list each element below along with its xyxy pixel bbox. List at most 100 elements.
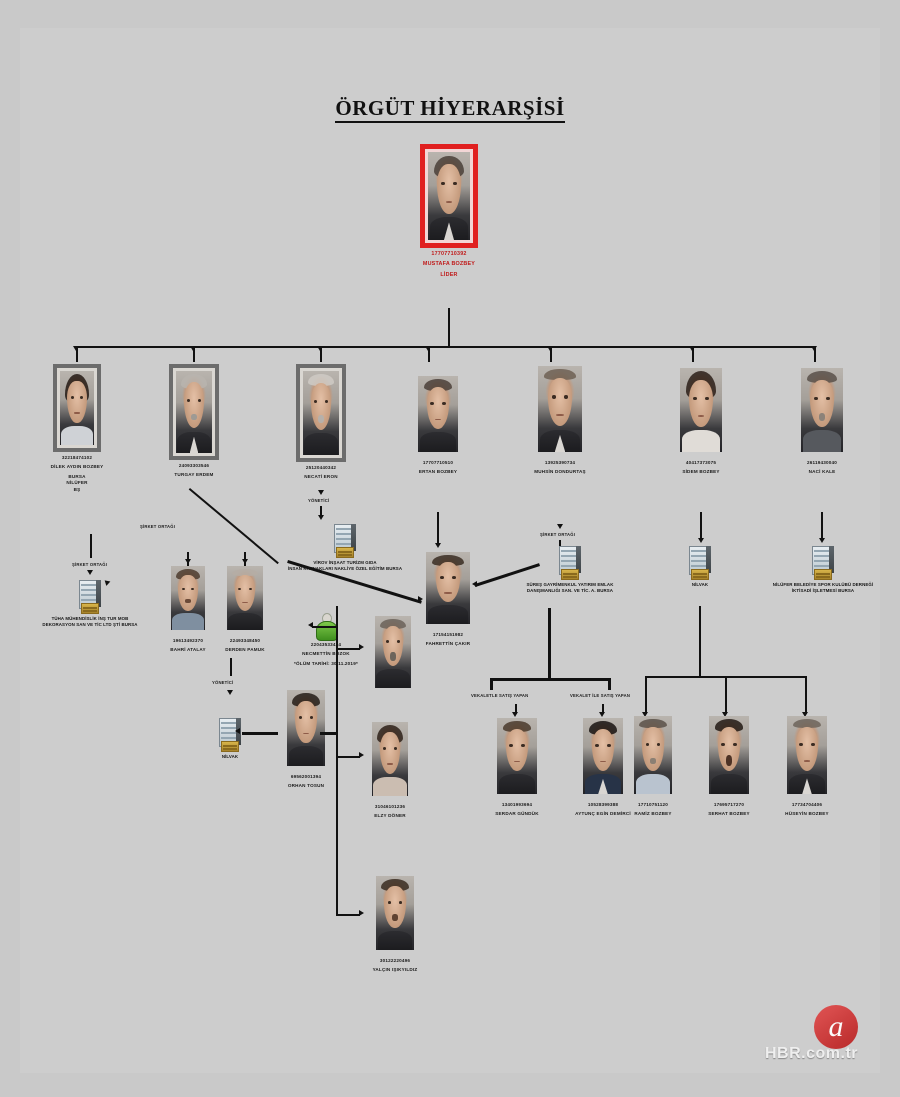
edge-label-yonetici-nilvak: YÖNETİCİ: [212, 680, 234, 685]
avatar: [787, 716, 827, 794]
node-ramiz-bozbey[interactable]: 17710751120 RAMİZ BOZBEY: [620, 716, 686, 818]
node-id: 26119430040: [806, 460, 838, 465]
node-mid-bearded-man[interactable]: [368, 616, 418, 693]
arrow-spine-to-yalcin: [359, 910, 364, 916]
node-extra: BURSA NİLÜFER BŞ: [66, 473, 88, 492]
arrow-spine-to-bozok: [308, 622, 313, 628]
edge-dilek-down: [90, 534, 92, 558]
arrow-dilek-to-tuha: [87, 570, 93, 575]
avatar: [176, 371, 212, 453]
avatar: [497, 718, 537, 794]
node-naci-kale[interactable]: 26119430040 NACİ KALE: [786, 368, 858, 476]
photo-frame: [418, 376, 458, 452]
node-id: 22493348450: [229, 638, 261, 643]
node-name: TURGAY ERDEM: [174, 472, 214, 478]
node-bahri-atalay[interactable]: 19613492370 BAHRİ ATALAY: [160, 566, 216, 654]
edge-to-ramiz: [645, 676, 647, 714]
node-fahrettin-cakir[interactable]: 17154151982 FAHRETTİN ÇAKIR: [412, 552, 484, 648]
node-ertan-bozbey[interactable]: 17707710510 ERTAN BOZBEY: [402, 376, 474, 476]
company-nilvak-right[interactable]: NİLVAK: [670, 546, 730, 588]
edge-leader-stem: [448, 308, 450, 346]
company-name: NİLVAK: [221, 754, 239, 759]
photo-frame: [787, 716, 827, 794]
photo-frame: [53, 364, 101, 452]
node-id: 17707710510: [422, 460, 454, 465]
company-sures[interactable]: SÜREŞ GAYRİMENKUL YATIRIM EMLAK DANIŞMAN…: [490, 546, 650, 594]
avatar: [801, 368, 843, 452]
avatar: [418, 376, 458, 452]
leader-id: 17707710392: [431, 251, 467, 257]
node-elzy-doner[interactable]: 31046101236 ELZY DÖNER: [362, 722, 418, 820]
node-id: 19613492370: [172, 638, 204, 643]
edge-level2-bus: [76, 346, 814, 348]
company-nilvak-left[interactable]: NİLVAK: [200, 718, 260, 760]
photo-frame: [497, 718, 537, 794]
arrow-ertan-to-fahrettin: [435, 543, 441, 548]
node-serhat-bozbey[interactable]: 17695717270 SERHAT BOZBEY: [696, 716, 762, 818]
edge-stem-3: [320, 346, 322, 362]
node-turgay-erdem[interactable]: 24093303546 TURGAY ERDEM: [158, 364, 230, 479]
company-nilufer-spor[interactable]: NİLÜFER BELEDİYE SPOR KULÜBÜ DERNEĞİ İKT…: [748, 546, 880, 594]
leader-role: LİDER: [440, 271, 458, 278]
photo-frame: [801, 368, 843, 452]
edge-muhsin-down: [559, 540, 561, 548]
node-name: YALÇIN IŞIKYILDIZ: [372, 967, 418, 973]
node-id: 25120440342: [305, 465, 337, 470]
node-huseyin-bozbey[interactable]: 17734704406 HÜSEYİN BOZBEY: [774, 716, 840, 818]
company-name: VİROV İNŞAAT TURİZM GIDA İNSAN KAYNAKLAR…: [287, 560, 403, 571]
node-necmettin-bozok[interactable]: 22043533434 NECMETTİN BOZOK *ÖLÜM TARİHİ…: [276, 613, 376, 667]
edge-nilvak-stem: [699, 606, 702, 678]
arrow-to-serdar: [512, 712, 518, 717]
node-necati-eron[interactable]: 25120440342 NECATİ ERON: [285, 364, 357, 481]
arrow-spine-to-elzy: [359, 752, 364, 758]
node-name: FAHRETTİN ÇAKIR: [425, 641, 471, 647]
arrow-eron-to-yonetici: [318, 490, 324, 495]
edge-label-vekalet-ile-satis-yapan: VEKALET İLE SATIŞ YAPAN: [570, 693, 631, 698]
company-name: NİLVAK: [691, 582, 709, 587]
arrow-virov-to-fahrettin: [418, 596, 423, 602]
photo-frame: [171, 566, 205, 630]
node-name: DİLEK AYDIN BOZBEY: [50, 464, 104, 470]
node-id: 13401993694: [501, 802, 533, 807]
node-orhan-tosun[interactable]: 69562001394 ORHAN TOSUN: [278, 690, 334, 790]
photo-frame: [376, 876, 414, 950]
edge-label-sirket-ortagi-top: ŞİRKET ORTAĞI: [540, 532, 576, 537]
avatar: [375, 616, 411, 688]
edge-sures-stem: [548, 608, 551, 680]
edge-stem-7: [814, 346, 816, 362]
company-virov[interactable]: VİROV İNŞAAT TURİZM GIDA İNSAN KAYNAKLAR…: [260, 524, 430, 572]
node-name: ORHAN TOSUN: [287, 783, 325, 789]
node-derden-pamuk[interactable]: 22493348450 DERDEN PAMUK: [216, 566, 274, 654]
node-id: 22043533434: [310, 642, 342, 647]
node-serdar-gunduk[interactable]: 13401993694 SERDAR GÜNDÜK: [484, 718, 550, 818]
building-icon: [219, 718, 241, 752]
company-tuha[interactable]: TÜHA MÜHENDİSLİK İNŞ TUR MOB DEKORASYON …: [25, 580, 155, 628]
node-dilek-aydin-bozbey[interactable]: 32218474102 DİLEK AYDIN BOZBEY BURSA NİL…: [38, 364, 116, 493]
node-name: BAHRİ ATALAY: [170, 647, 206, 653]
company-name: TÜHA MÜHENDİSLİK İNŞ TUR MOB DEKORASYON …: [42, 616, 138, 627]
edge-sures-right-branch: [608, 678, 611, 690]
photo-frame: [372, 722, 408, 796]
avatar: [709, 716, 749, 794]
avatar: [426, 552, 470, 624]
edge-left-spine: [336, 606, 339, 916]
edge-spine-to-yalcin: [338, 914, 360, 917]
node-muhsin-dondurtas[interactable]: 13925390734 MUHSİN DONDURTAŞ: [520, 366, 600, 476]
node-aytunc-egin-demirci[interactable]: 10528399388 AYTUNÇ EGİN DEMİRCİ: [566, 718, 640, 818]
node-id: 32218474102: [61, 455, 93, 460]
node-yalcin-isikyildiz[interactable]: 30122220496 YALÇIN IŞIKYILDIZ: [364, 876, 426, 974]
node-name: SERDAR GÜNDÜK: [495, 811, 539, 817]
node-id: 69562001394: [290, 774, 322, 779]
photo-frame: [583, 718, 623, 794]
edge-to-huseyin: [805, 676, 807, 714]
arrow-to-bahri: [185, 559, 191, 564]
watermark-logo-icon: a: [814, 1005, 858, 1049]
building-icon: [812, 546, 834, 580]
edge-naci-down: [821, 512, 823, 540]
photo-frame: [426, 552, 470, 624]
node-leader[interactable]: 17707710392 MUSTAFA BOZBEY LİDER: [401, 144, 497, 279]
photo-frame: [227, 566, 263, 630]
node-sidem-bozbey[interactable]: 40417373075 SİDEM BOZBEY: [665, 368, 737, 476]
page-title: ÖRGÜT HİYERARŞİSİ: [20, 96, 880, 123]
avatar: [372, 722, 408, 796]
